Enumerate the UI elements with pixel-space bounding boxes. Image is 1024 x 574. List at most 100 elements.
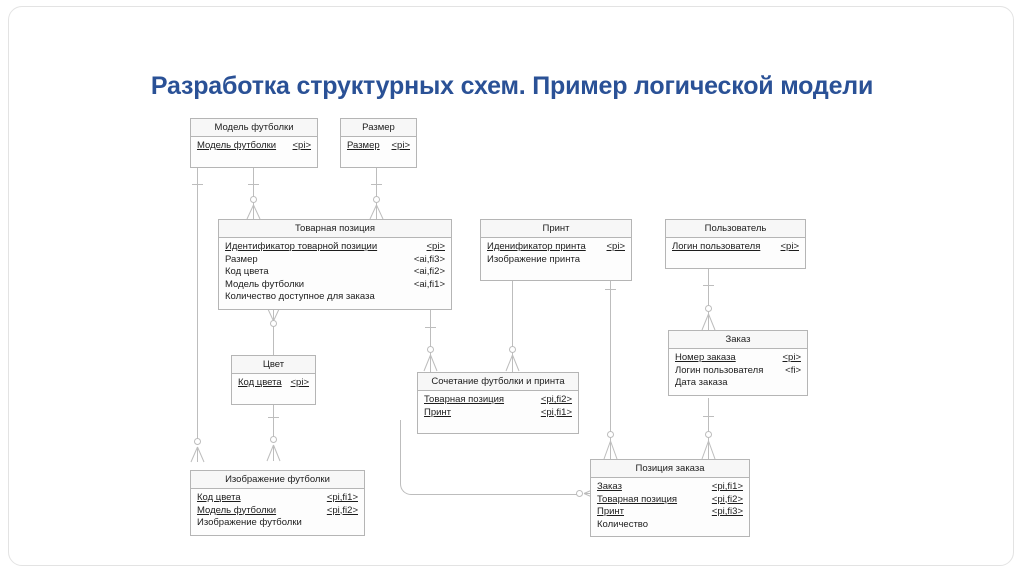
attribute-name: Заказ	[597, 481, 622, 492]
connector-user-order	[708, 266, 709, 330]
cardinality-zero-color-shirtimage	[270, 436, 277, 443]
attribute-name: Изображение принта	[487, 253, 580, 265]
attribute-row: Номер заказа <pi>	[675, 352, 801, 365]
cardinality-one-order-orderitem	[703, 416, 714, 417]
attribute-name: Логин пользователя	[672, 241, 761, 252]
attribute-name: Логин пользователя	[675, 364, 764, 376]
attribute-name: Код цвета	[225, 266, 269, 277]
attribute-name: Код цвета	[197, 492, 241, 503]
attribute-tag: <pi,fi2>	[540, 394, 572, 405]
attribute-tag: <pi>	[782, 352, 802, 363]
cardinality-zero-order-orderitem	[705, 431, 712, 438]
entity-spacer	[672, 254, 799, 263]
cardinality-many-product-combo	[423, 354, 438, 372]
entity-combo[interactable]: Сочетание футболки и принта Товарная поз…	[417, 372, 579, 434]
cardinality-zero-model-shirtimage	[194, 438, 201, 445]
attribute-tag: <ai,fi3>	[413, 253, 445, 265]
attribute-row: Иденификатор принта <pi>	[487, 241, 625, 254]
connector-model-product	[253, 166, 254, 219]
cardinality-many-color-shirtimage	[266, 444, 281, 462]
connector-product-combo	[430, 310, 431, 372]
attribute-name: Принт	[597, 506, 625, 517]
attribute-tag: <ai,fi2>	[413, 266, 445, 277]
attribute-name: Размер	[225, 253, 258, 265]
cardinality-one-user-order	[703, 285, 714, 286]
attribute-name: Номер заказа	[675, 352, 736, 363]
entity-model[interactable]: Модель футболки Модель футболки <pi>	[190, 118, 318, 168]
attribute-row: Заказ <pi,fi1>	[597, 481, 743, 494]
connector-product-color	[273, 310, 274, 355]
cardinality-zero-product-combo	[427, 346, 434, 353]
attribute-name: Товарная позиция	[597, 493, 678, 505]
entity-attributes: Код цвета <pi,fi1> Модель футболки <pi,f…	[191, 489, 364, 535]
entity-attributes: Код цвета <pi>	[232, 374, 315, 404]
attribute-name: Модель футболки	[197, 504, 277, 516]
attribute-row: Размер <ai,fi3>	[225, 254, 445, 267]
cardinality-zero-product-color	[270, 320, 277, 327]
attribute-row: Количество доступное для заказа	[225, 291, 445, 304]
entity-product[interactable]: Товарная позиция Идентификатор товарной …	[218, 219, 452, 310]
slide-frame	[8, 6, 1014, 566]
attribute-tag: <pi,fi2>	[326, 504, 358, 516]
attribute-row: Логин пользователя <fi>	[675, 365, 801, 378]
attribute-tag: <fi>	[785, 364, 801, 376]
attribute-name: Идентификатор товарной позиции	[225, 241, 378, 252]
connector-combo-orderitem	[400, 420, 581, 495]
entity-title: Размер	[341, 119, 416, 137]
attribute-name: Размер	[347, 140, 380, 151]
connector-size-product	[376, 166, 377, 219]
entity-print[interactable]: Принт Иденификатор принта <pi> Изображен…	[480, 219, 632, 281]
entity-shirtimage[interactable]: Изображение футболки Код цвета <pi,fi1> …	[190, 470, 365, 536]
connector-print-orderitem	[610, 272, 611, 475]
cardinality-zero-model-product	[250, 196, 257, 203]
cardinality-zero-user-order	[705, 305, 712, 312]
entity-spacer	[238, 390, 309, 399]
entity-title: Изображение футболки	[191, 471, 364, 489]
attribute-row: Модель футболки <pi,fi2>	[197, 505, 358, 518]
attribute-row: Логин пользователя <pi>	[672, 241, 799, 254]
entity-attributes: Логин пользователя <pi>	[666, 238, 805, 268]
connector-print-combo	[512, 272, 513, 372]
attribute-name: Код цвета	[238, 377, 282, 388]
attribute-name: Количество доступное для заказа	[225, 291, 375, 302]
entity-attributes: Размер <pi>	[341, 137, 416, 167]
attribute-tag: <pi>	[292, 140, 312, 151]
entity-title: Заказ	[669, 331, 807, 349]
cardinality-many-print-combo	[505, 354, 520, 372]
attribute-row: Идентификатор товарной позиции <pi>	[225, 241, 445, 254]
attribute-row: Код цвета <pi,fi1>	[197, 492, 358, 505]
entity-order[interactable]: Заказ Номер заказа <pi> Логин пользовате…	[668, 330, 808, 396]
attribute-tag: <pi>	[426, 241, 446, 252]
attribute-row: Количество	[597, 519, 743, 532]
entity-color[interactable]: Цвет Код цвета <pi>	[231, 355, 316, 405]
attribute-row: Дата заказа	[675, 377, 801, 390]
attribute-tag: <pi>	[290, 377, 310, 388]
cardinality-many-print-orderitem	[603, 440, 618, 460]
attribute-tag: <pi,fi1>	[326, 492, 358, 503]
attribute-tag: <pi>	[391, 140, 411, 151]
entity-spacer	[487, 266, 625, 275]
entity-attributes: Идентификатор товарной позиции <pi> Разм…	[219, 238, 451, 309]
entity-attributes: Иденификатор принта <pi> Изображение при…	[481, 238, 631, 280]
cardinality-one-model-shirtimage	[192, 184, 203, 185]
entity-title: Принт	[481, 220, 631, 238]
entity-size[interactable]: Размер Размер <pi>	[340, 118, 417, 168]
cardinality-one-color-shirtimage	[268, 417, 279, 418]
attribute-row: Принт <pi,fi3>	[597, 506, 743, 519]
entity-title: Позиция заказа	[591, 460, 749, 478]
entity-spacer	[424, 419, 572, 428]
entity-title: Модель футболки	[191, 119, 317, 137]
page-title: Разработка структурных схем. Пример логи…	[150, 72, 874, 100]
entity-orderitem[interactable]: Позиция заказа Заказ <pi,fi1> Товарная п…	[590, 459, 750, 537]
attribute-tag: <pi,fi1>	[711, 481, 743, 492]
attribute-name: Товарная позиция	[424, 394, 505, 405]
attribute-row: Модель футболки <pi>	[197, 140, 311, 153]
cardinality-many-user-order	[701, 313, 716, 331]
cardinality-one-size-product	[371, 184, 382, 185]
attribute-tag: <pi,fi2>	[711, 493, 743, 505]
attribute-name: Принт	[424, 406, 452, 418]
cardinality-many-model-shirtimage	[190, 446, 205, 463]
attribute-tag: <pi>	[780, 241, 800, 252]
entity-user[interactable]: Пользователь Логин пользователя <pi>	[665, 219, 806, 269]
attribute-name: Изображение футболки	[197, 517, 302, 528]
